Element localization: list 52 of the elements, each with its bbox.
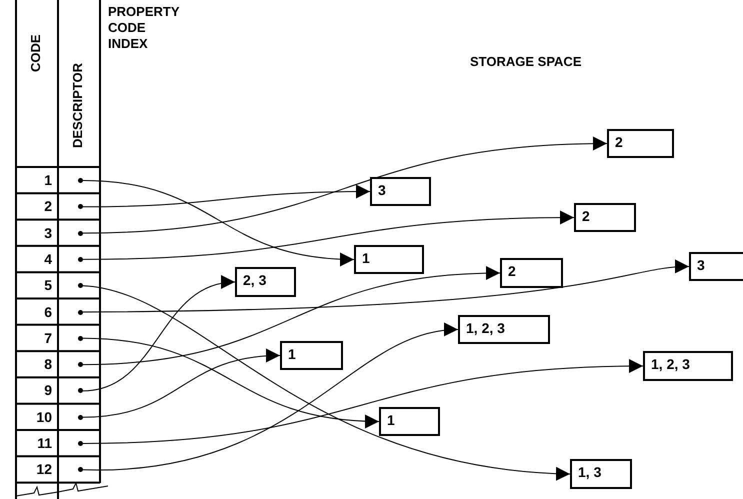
storage-box: 2: [574, 203, 636, 232]
storage-box: 1: [379, 407, 440, 436]
storage-box: 1, 3: [570, 459, 632, 489]
code-number: 3: [43, 224, 52, 241]
arrow: [82, 260, 690, 312]
arrow: [82, 349, 280, 418]
column-header: CODE: [28, 34, 43, 72]
pointer-dot: [78, 388, 83, 394]
code-number: 1: [43, 172, 52, 188]
pointer-dot: [78, 204, 83, 210]
arrow: [82, 210, 574, 260]
arrow: [82, 266, 500, 366]
storage-box: 1: [280, 341, 343, 370]
code-number: 10: [35, 408, 52, 425]
arrow: [82, 184, 370, 208]
storage-box: 1, 2, 3: [458, 315, 550, 344]
storage-box: 2: [500, 258, 563, 288]
pointer-dot: [78, 362, 83, 368]
pointer-dot: [78, 178, 83, 183]
pointer-dot: [78, 441, 83, 446]
code-number: 8: [43, 356, 52, 372]
code-number: 2: [43, 198, 52, 214]
code-number: 5: [43, 277, 52, 294]
storage-box: 1: [354, 245, 424, 274]
arrow: [82, 180, 354, 266]
storage-box: 2: [607, 129, 674, 158]
storage-box: 3: [689, 252, 743, 281]
arrow: [82, 136, 608, 234]
arrow: [82, 324, 458, 470]
storage-box: 3: [370, 177, 431, 206]
pointer-dot: [78, 310, 83, 314]
code-number: 11: [36, 435, 52, 451]
code-number: 6: [43, 304, 52, 320]
pointer-dot: [78, 414, 83, 420]
pointer-dot: [78, 336, 83, 341]
arrow: [82, 276, 236, 392]
storage-box: 2, 3: [235, 267, 296, 297]
index-title: PROPERTY CODE INDEX: [108, 4, 180, 52]
column-header: DESCRIPTOR: [70, 63, 85, 148]
storage-title: STORAGE SPACE: [470, 54, 582, 69]
pointer-dot: [78, 467, 83, 472]
code-number: 4: [43, 250, 52, 267]
pointer-dot: [78, 283, 83, 288]
arrow: [82, 338, 380, 428]
arrow: [82, 285, 570, 480]
code-number: 7: [43, 330, 52, 346]
code-number: 12: [35, 461, 52, 478]
pointer-dot: [78, 230, 83, 236]
code-number: 9: [43, 382, 52, 398]
arrow: [82, 359, 644, 444]
pointer-dot: [78, 256, 83, 262]
storage-box: 1, 2, 3: [643, 351, 733, 381]
